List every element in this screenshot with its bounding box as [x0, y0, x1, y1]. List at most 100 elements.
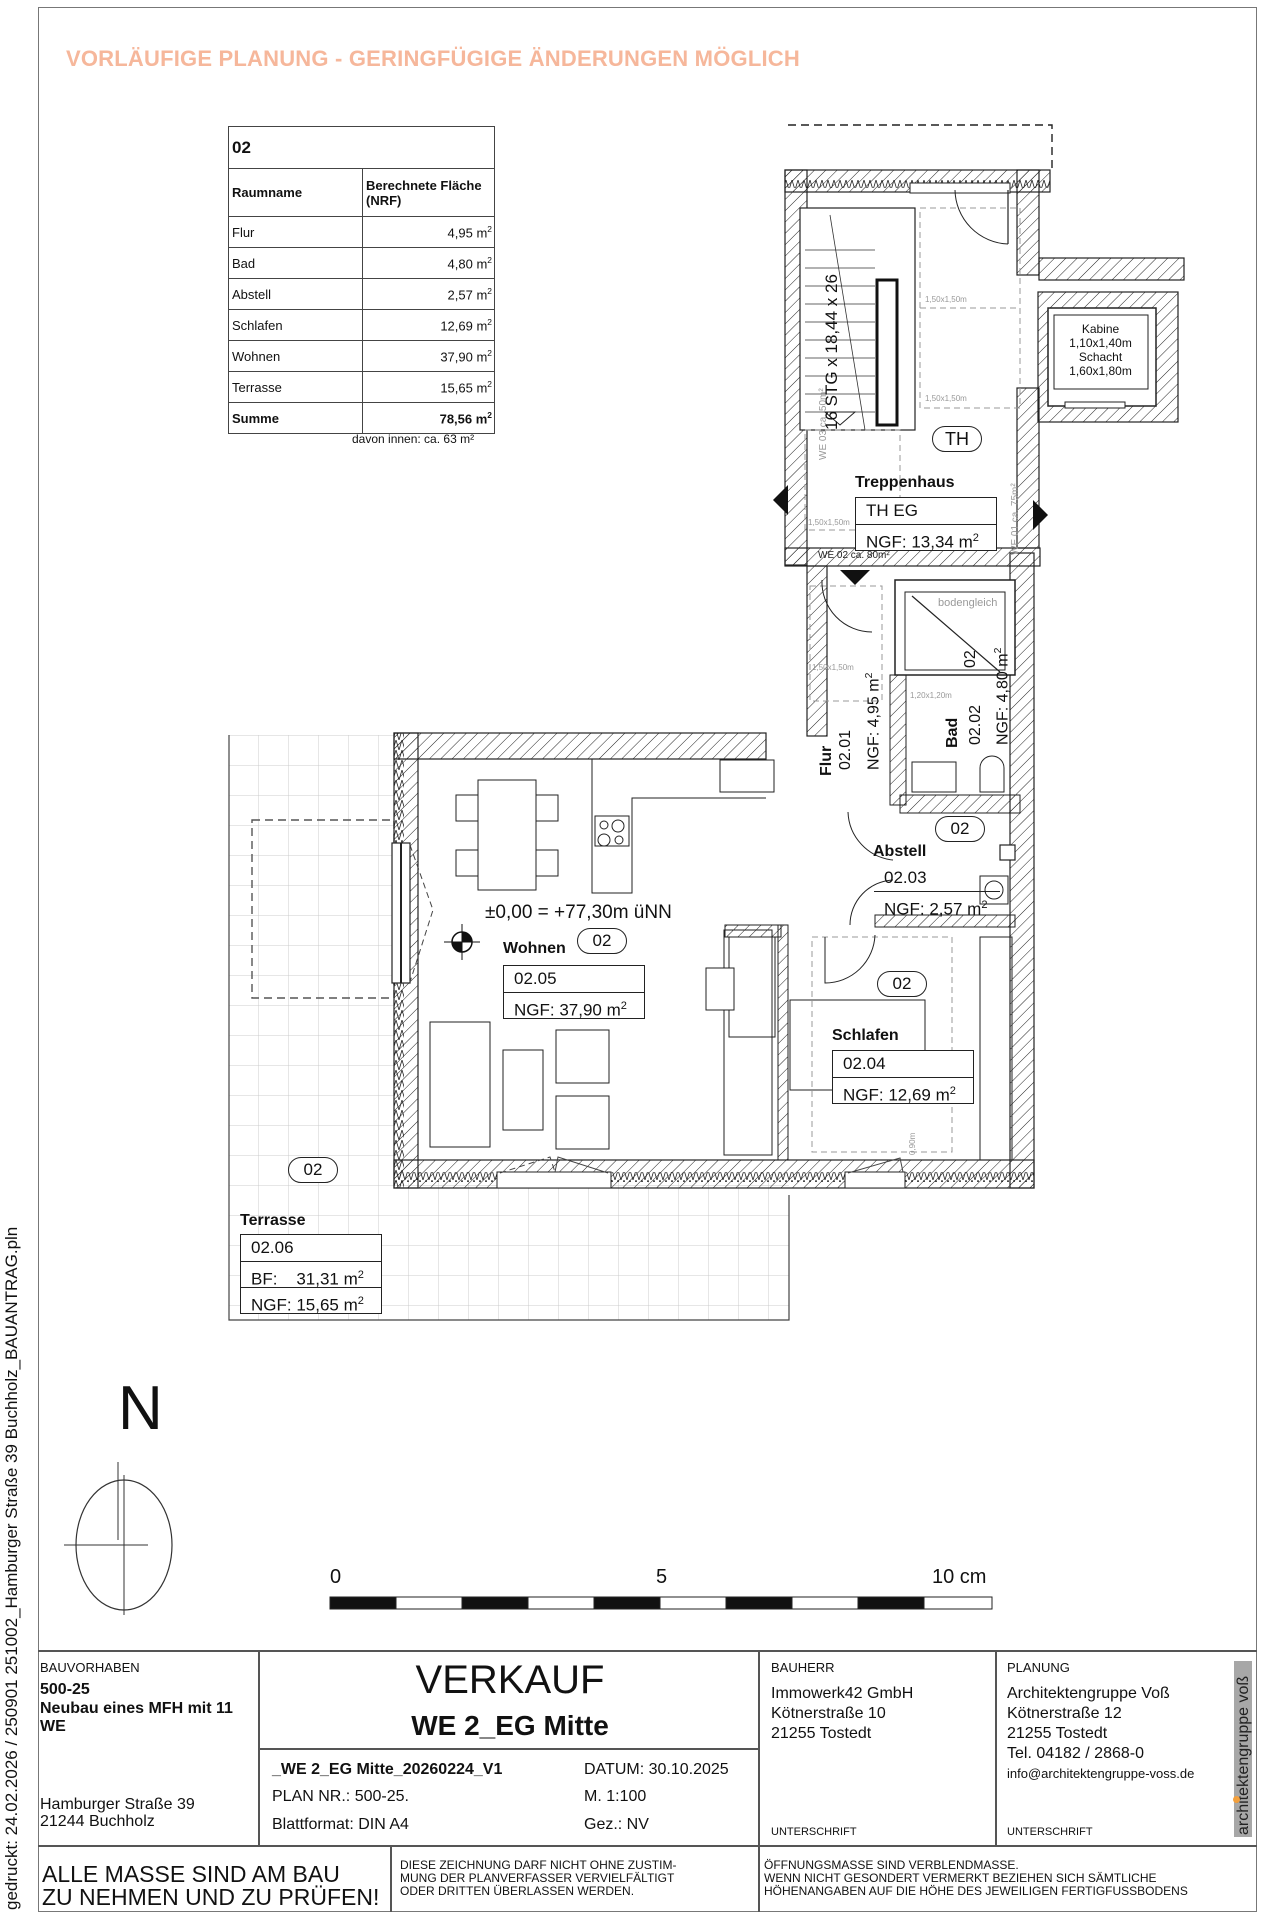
copyright-line3: ODER DRITTEN ÜBERLASSEN WERDEN.: [400, 1884, 635, 1898]
planung-city: 21255 Tostedt: [1007, 1725, 1108, 1742]
room-id: 02.03: [884, 868, 927, 887]
room-id: TH EG: [866, 501, 918, 520]
opening-note-line1: ÖFFNUNGSMASSE SIND VERBLENDMASSE.: [764, 1858, 1019, 1872]
we02-marker: WE 02 ca. 80m²: [818, 550, 890, 561]
planung-street: Kötnerstraße 12: [1007, 1705, 1122, 1722]
room-tag-abstell: 02: [935, 816, 985, 842]
room-bf: BF: 31,31 m2: [241, 1261, 381, 1289]
drawing-scale: M. 1:100: [584, 1788, 647, 1805]
project-address-city: 21244 Buchholz: [40, 1813, 155, 1830]
signature-label-bauherr: UNTERSCHRIFT: [771, 1826, 857, 1838]
room-stamp-terrasse: 02.06 BF: 31,31 m2 NGF: 15,65 m2: [240, 1234, 382, 1315]
table-row: Schlafen 12,69 m2: [228, 309, 495, 341]
planung-phone: Tel. 04182 / 2868-0: [1007, 1745, 1144, 1762]
room-name-cell: Bad: [228, 247, 363, 279]
room-tag-terrasse: 02: [288, 1157, 338, 1183]
room-ngf: NGF: 15,65 m2: [241, 1287, 381, 1315]
room-tag-bad: 02: [962, 650, 979, 668]
elevator-label: Kabine 1,10x1,40m Schacht 1,60x1,80m: [1069, 322, 1132, 378]
area-cell: 2,57 m2: [362, 278, 495, 310]
room-tag-th: TH: [932, 426, 982, 452]
table-row: Terrasse 15,65 m2: [228, 371, 495, 403]
room-name-cell: Wohnen: [228, 340, 363, 372]
we01-marker: WE 01 ca. 75m²: [1010, 483, 1021, 555]
drawing-title: VERKAUF: [415, 1658, 605, 1702]
sum-row: Summe 78,56 m2: [228, 402, 495, 434]
area-cell: 15,65 m2: [362, 371, 495, 403]
planung-email[interactable]: info@architektengruppe-voss.de: [1007, 1766, 1195, 1781]
room-stamp-abstell: 02.03 NGF: 2,57 m2: [873, 864, 1001, 919]
brand-dot-icon: [1233, 1796, 1240, 1803]
drawn-by: Gez.: NV: [584, 1816, 649, 1833]
table-row: Bad 4,80 m2: [228, 247, 495, 279]
room-id: 02.04: [843, 1054, 886, 1073]
room-ngf-flur: NGF: 4,95 m2: [864, 672, 883, 770]
room-name-flur: Flur: [818, 745, 835, 776]
area-cell: 4,80 m2: [362, 247, 495, 279]
bad-turn-label: 1,20x1,20m: [910, 691, 952, 700]
warning-banner: VORLÄUFIGE PLANUNG - GERINGFÜGIGE ÄNDERU…: [66, 46, 800, 71]
north-arrow-icon: [64, 1462, 173, 1615]
room-id: 02.05: [514, 969, 557, 988]
scale-bar: [329, 1596, 993, 1610]
bauherr-name: Immowerk42 GmbH: [771, 1685, 914, 1702]
plan-number: PLAN NR.: 500-25.: [272, 1788, 409, 1805]
column-header-area: Berechnete Fläche (NRF): [362, 168, 495, 217]
copyright-line1: DIESE ZEICHNUNG DARF NICHT OHNE ZUSTIM-: [400, 1858, 677, 1872]
signature-label-planung: UNTERSCHRIFT: [1007, 1826, 1093, 1838]
room-name-wohnen: Wohnen: [503, 940, 566, 957]
opening-note-line3: HÖHENANGABEN AUF DIE HÖHE DES JEWEILIGEN…: [764, 1884, 1188, 1898]
room-tag-wohnen: 02: [577, 928, 627, 954]
room-name-bad: Bad: [944, 717, 961, 748]
notice-measure-line2: ZU NEHMEN UND ZU PRÜFEN!: [42, 1884, 380, 1910]
walls: [391, 124, 1185, 1189]
room-name-schlafen: Schlafen: [832, 1027, 899, 1044]
area-table: 02 Raumname Berechnete Fläche (NRF) Flur…: [228, 126, 495, 434]
drawing-date: DATUM: 30.10.2025: [584, 1761, 729, 1778]
sheet-frame: [38, 7, 1257, 1912]
room-name-treppenhaus: Treppenhaus: [855, 474, 955, 491]
room-ngf-bad: NGF: 4,80 m2: [993, 647, 1012, 745]
area-cell: 12,69 m2: [362, 309, 495, 341]
bauherr-city: 21255 Tostedt: [771, 1725, 872, 1742]
area-cell: 37,90 m2: [362, 340, 495, 372]
room-name-abstell: Abstell: [873, 843, 927, 860]
room-stamp-wohnen: 02.05 NGF: 37,90 m2: [503, 965, 645, 1020]
room-name-terrasse: Terrasse: [240, 1212, 306, 1229]
room-ngf: NGF: 37,90 m2: [504, 992, 644, 1020]
project-description: Neubau eines MFH mit 11: [40, 1700, 233, 1717]
project-number: 500-25: [40, 1681, 90, 1698]
turn-circle-label: 1,50x1,50m: [925, 394, 967, 403]
area-cell: 4,95 m2: [362, 216, 495, 248]
north-label: N: [118, 1374, 163, 1443]
scale-label-0: 0: [330, 1566, 342, 1588]
room-stamp-schlafen: 02.04 NGF: 12,69 m2: [832, 1050, 974, 1105]
table-row: Wohnen 37,90 m2: [228, 340, 495, 372]
room-id: 02.06: [251, 1238, 294, 1257]
copyright-line2: MUNG DER PLANVERFASSER VERVIELFÄLTIGT: [400, 1871, 675, 1885]
shower-label: bodengleich: [938, 597, 998, 609]
room-stamp-treppenhaus: TH EG NGF: 13,34 m2: [855, 497, 997, 552]
room-ngf: NGF: 12,69 m2: [833, 1077, 973, 1105]
brand-strip: [1234, 1661, 1252, 1837]
bauvorhaben-label: BAUVORHABEN: [40, 1660, 140, 1675]
stairs-label: 16 STG x 18,44 x 26: [822, 274, 841, 430]
room-id-flur: 02.01: [837, 729, 854, 770]
project-address-street: Hamburger Straße 39: [40, 1796, 195, 1813]
level-reference: ±0,00 = +77,30m üNN: [485, 902, 672, 923]
bauherr-street: Kötnerstraße 10: [771, 1705, 886, 1722]
bauherr-label: BAUHERR: [771, 1660, 835, 1675]
sheet-format: Blattformat: DIN A4: [272, 1816, 409, 1833]
brand-logo: architektengruppe voß: [1235, 1675, 1252, 1835]
planung-label: PLANUNG: [1007, 1660, 1070, 1675]
sum-value: 78,56 m2: [362, 402, 495, 434]
dimension-label: 0,90m: [908, 1132, 917, 1155]
file-name: _WE 2_EG Mitte_20260224_V1: [272, 1761, 503, 1778]
turn-circle-label: 1,50x1,50m: [925, 295, 967, 304]
terrace-paving: [228, 735, 790, 1321]
room-id-bad: 02.02: [967, 704, 984, 745]
opening-note-line2: WENN NICHT GESONDERT VERMERKT BEZIEHEN S…: [764, 1871, 1157, 1885]
room-name-cell: Schlafen: [228, 309, 363, 341]
planung-name: Architektengruppe Voß: [1007, 1685, 1170, 1702]
